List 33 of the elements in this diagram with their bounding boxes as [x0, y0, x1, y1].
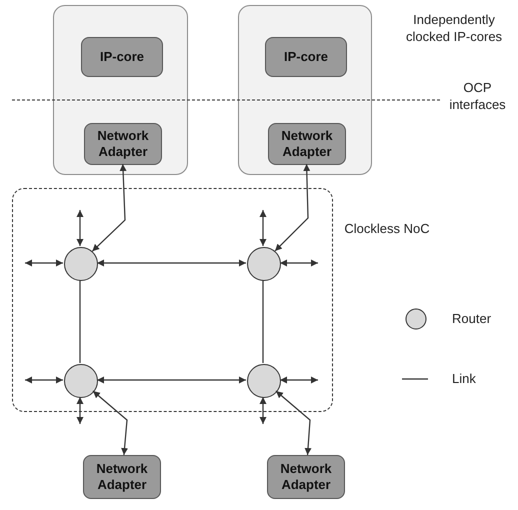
router-circle — [64, 247, 98, 281]
arrow — [76, 397, 84, 424]
annotation-text: OCP interfaces — [448, 80, 507, 114]
tile-box — [238, 5, 372, 175]
block-box: IP-core — [265, 37, 347, 77]
arrow — [276, 390, 312, 456]
block-box: Network Adapter — [83, 455, 161, 499]
arrow — [97, 260, 246, 266]
group-title: Clockless NoC — [343, 221, 431, 238]
router-circle — [64, 364, 98, 398]
block-box: Network Adapter — [267, 455, 345, 499]
arrow — [92, 390, 128, 456]
router-circle — [247, 247, 281, 281]
tile-box — [53, 5, 188, 175]
block-box: IP-core — [81, 37, 163, 77]
arrow — [97, 376, 246, 384]
arrow — [260, 397, 266, 424]
legend-label: Router — [452, 311, 492, 326]
link-line — [79, 280, 81, 363]
annotation-text: Independently clocked IP-cores — [404, 12, 504, 46]
link-line — [262, 280, 264, 363]
arrow — [25, 376, 63, 384]
arrow — [274, 164, 310, 252]
block-box: Network Adapter — [268, 123, 346, 165]
arrow — [260, 210, 266, 246]
arrow — [92, 164, 127, 252]
arrow — [76, 210, 84, 246]
arrow — [25, 260, 63, 266]
arrow — [280, 376, 318, 384]
arrow — [280, 260, 318, 266]
block-box: Network Adapter — [84, 123, 162, 165]
router-circle — [247, 364, 281, 398]
legend-label: Link — [452, 371, 476, 386]
